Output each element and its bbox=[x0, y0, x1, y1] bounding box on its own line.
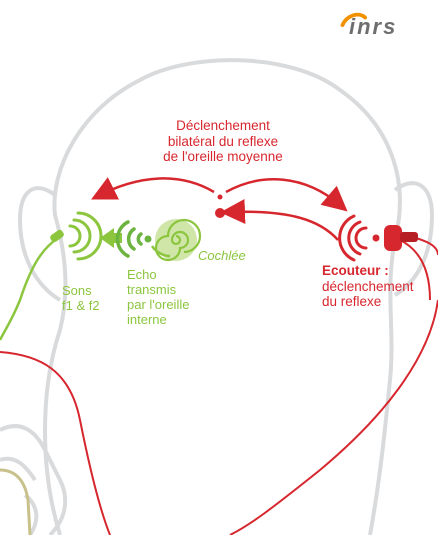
sound-waves-left-icon bbox=[70, 213, 101, 259]
earphone-icon bbox=[384, 225, 418, 251]
echo-label: Echo transmis par l'oreille interne bbox=[127, 268, 189, 328]
reflex-title-line-1: Déclenchement bbox=[143, 118, 303, 134]
echo-label-line-2: transmis bbox=[127, 283, 189, 298]
echo-label-line-1: Echo bbox=[127, 268, 189, 283]
echo-label-line-3: par l'oreille bbox=[127, 298, 189, 313]
sounds-label-line-2: f1 & f2 bbox=[62, 299, 100, 314]
reflex-title: Déclenchement bilatéral du reflexe de l'… bbox=[143, 118, 303, 165]
sounds-label: Sons f1 & f2 bbox=[62, 284, 100, 314]
cochlea-icon bbox=[152, 219, 200, 261]
reflex-center-dot bbox=[215, 208, 225, 218]
reflex-arrow-left bbox=[100, 178, 214, 195]
red-cable-left bbox=[0, 352, 110, 535]
echo-dot bbox=[145, 236, 152, 243]
sound-waves-right-icon bbox=[340, 216, 366, 260]
earphone-to-center-arrow bbox=[230, 212, 338, 240]
earphone-dot bbox=[373, 235, 380, 242]
earphone-label: Ecouteur : déclenchement du reflexe bbox=[322, 263, 414, 310]
earphone-label-line-3: du reflexe bbox=[322, 294, 414, 310]
sounds-label-line-1: Sons bbox=[62, 284, 100, 299]
cochlea-label: Cochlée bbox=[198, 249, 246, 264]
reflex-dot-small bbox=[218, 195, 223, 200]
probe-cable-yellow bbox=[0, 470, 30, 535]
earphone-label-bold: Ecouteur : bbox=[322, 263, 414, 279]
earphone-label-line-2: déclenchement bbox=[322, 279, 414, 295]
logo-text: inrs bbox=[349, 14, 397, 40]
reflex-title-line-3: de l'oreille moyenne bbox=[143, 149, 303, 165]
echo-label-line-4: interne bbox=[127, 313, 189, 328]
reflex-arrow-right bbox=[226, 179, 340, 205]
left-probe-cable bbox=[0, 238, 58, 340]
reflex-title-line-2: bilatéral du reflexe bbox=[143, 134, 303, 150]
